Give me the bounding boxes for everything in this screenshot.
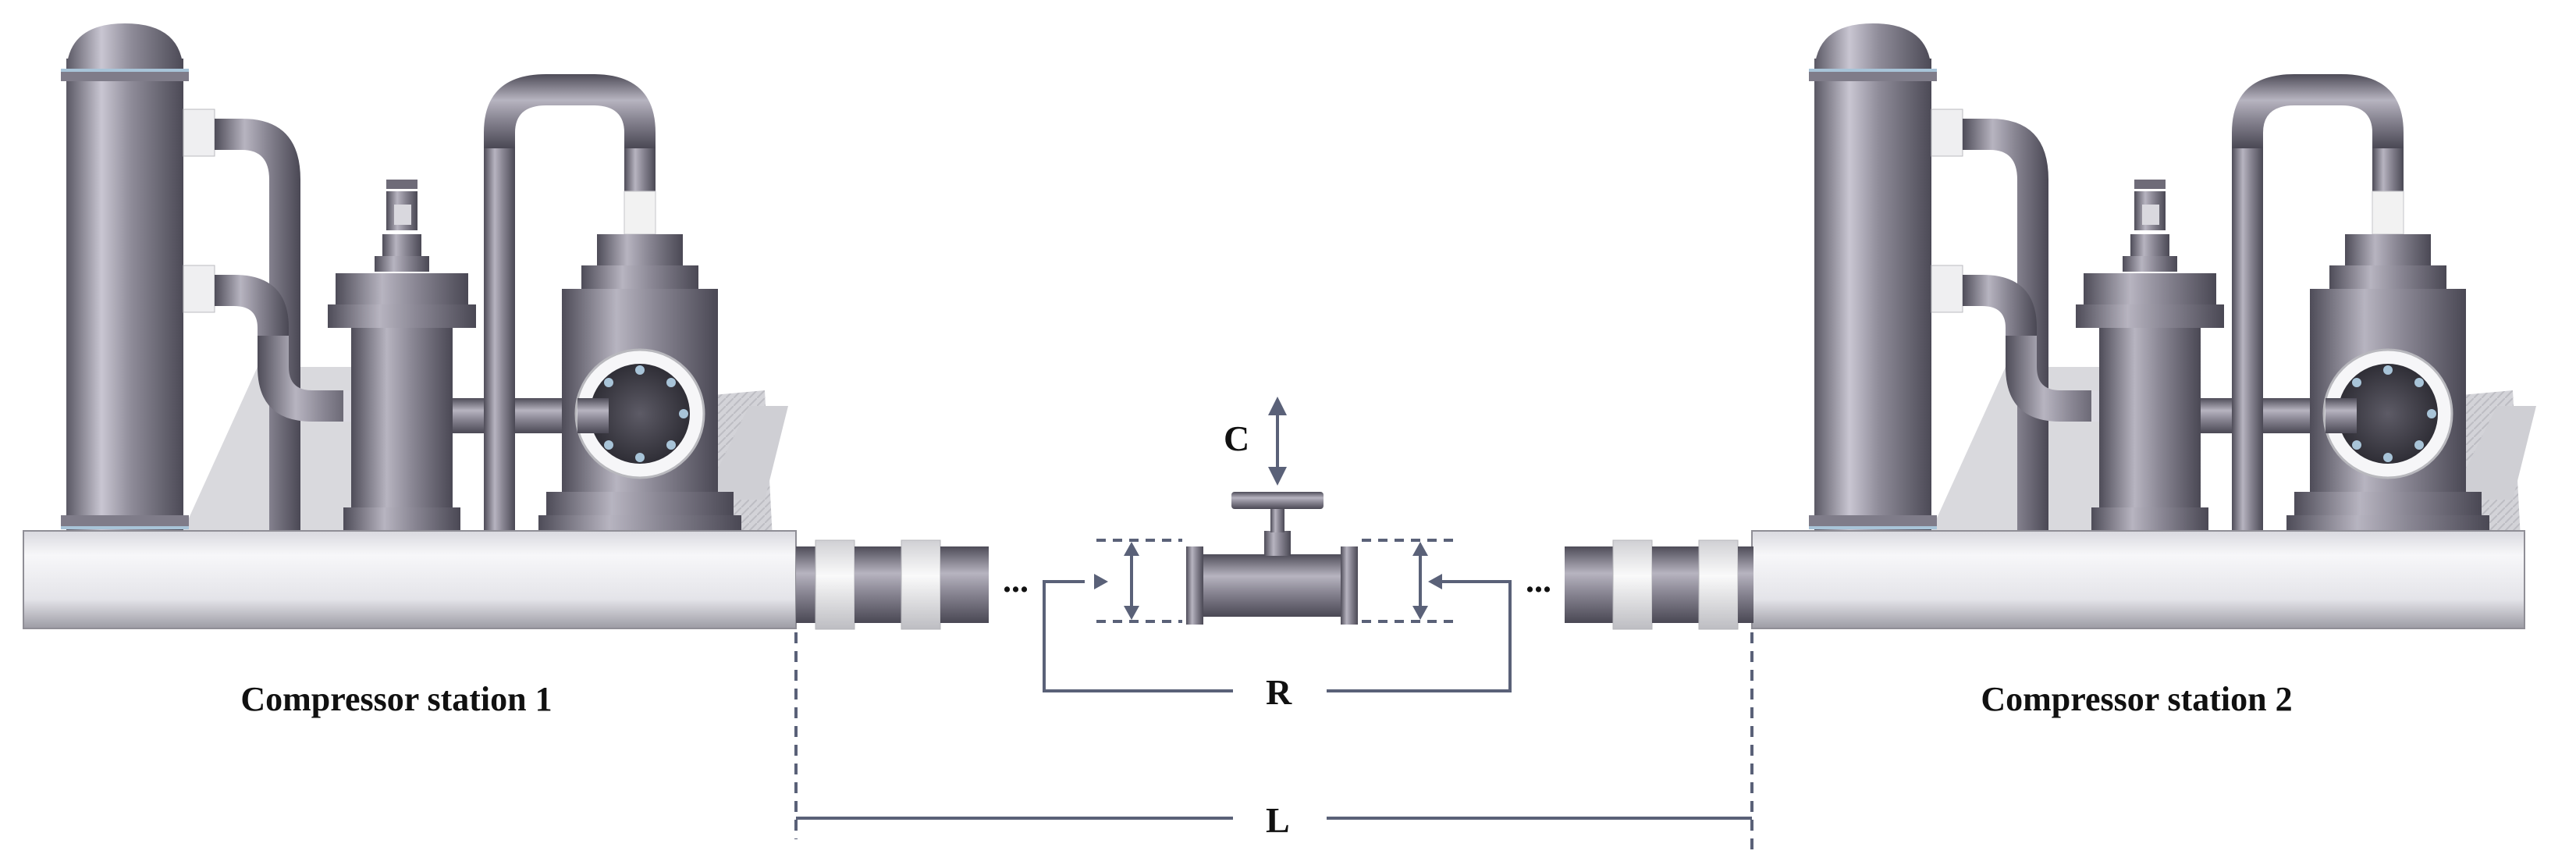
valve-assembly	[1186, 492, 1358, 625]
compressor-station-1	[23, 22, 797, 629]
label-R: R	[1266, 672, 1292, 712]
ellipsis-right: ...	[1526, 561, 1551, 600]
ellipsis-left: ...	[1003, 561, 1029, 600]
station-2-label: Compressor station 2	[1981, 680, 2292, 718]
compressor-station-2	[1751, 22, 2538, 629]
label-L: L	[1266, 800, 1290, 840]
main-pipe-right	[1751, 530, 2525, 629]
left-pipe-segment	[796, 539, 989, 630]
pipe-radius-dimension	[1043, 539, 1512, 692]
right-pipe-segment	[1565, 539, 1753, 630]
label-C: C	[1224, 418, 1249, 458]
pipe-length-dimension	[794, 632, 1753, 851]
station-1-label: Compressor station 1	[240, 680, 552, 718]
main-pipe-left	[23, 530, 797, 629]
valve-stroke-dimension	[1268, 397, 1287, 486]
radius-arrowheads	[1094, 542, 1442, 620]
